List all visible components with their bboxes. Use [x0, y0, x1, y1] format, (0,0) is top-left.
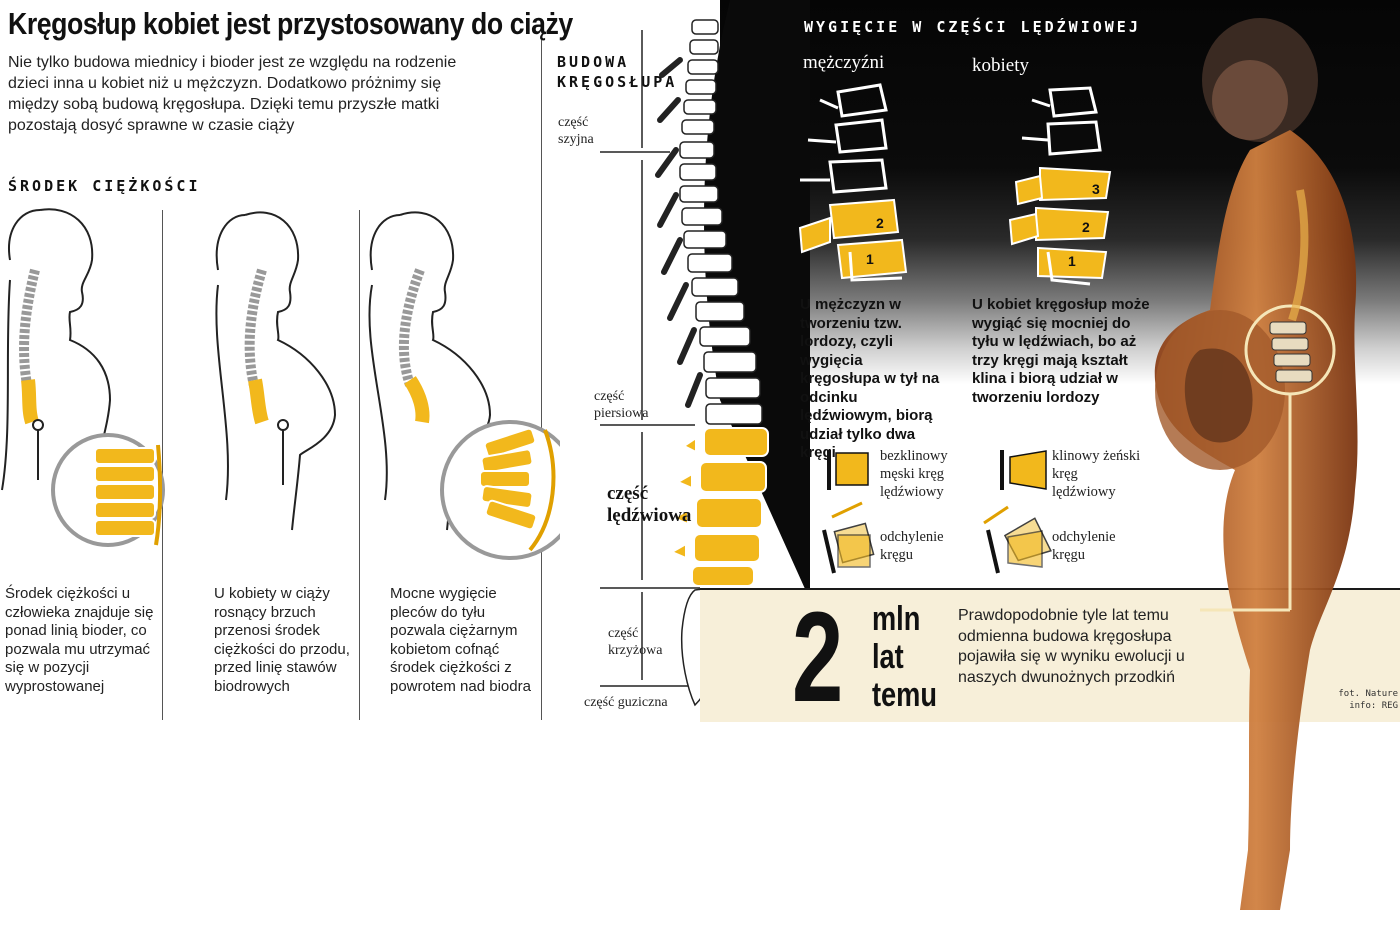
center-of-gravity-heading: ŚRODEK CIĘŻKOŚCI	[8, 177, 201, 195]
women-text: U kobiet kręgosłup może wygiąć się mocni…	[972, 296, 1150, 350]
men-vertebrae-outline	[800, 83, 888, 194]
panel-caption-2: U kobiety w ciąży rosnący brzuch przenos…	[214, 585, 350, 695]
panel-caption-1: Środek ciężkości u człowieka znajduje si…	[5, 585, 154, 695]
intro-text: Nie tylko budowa miednicy i bioder jest …	[8, 54, 457, 134]
women-number-1: 1	[1068, 253, 1076, 269]
men-label: mężczyźni	[803, 52, 885, 73]
evolution-unit-line1: mln	[872, 600, 921, 638]
hominid-figure	[1154, 18, 1358, 910]
men-number-2: 2	[876, 215, 884, 231]
women-number-2: 2	[1082, 219, 1090, 235]
legend-icons	[822, 450, 1052, 574]
evolution-text: Prawdopodobnie tyle lat temu odmienna bu…	[958, 607, 1185, 686]
zoom-vertebrae-1	[94, 447, 156, 537]
men-explanation: U mężczyzn w tworzeniu tzw. lordozy, czy…	[800, 296, 940, 463]
spine-heading-line1: BUDOWA	[557, 53, 630, 71]
evolution-unit-line3: temu	[872, 676, 937, 714]
dark-edge-curve	[703, 0, 810, 600]
female-vertebra-icon	[1009, 450, 1047, 490]
women-vertebrae-outline	[1021, 86, 1102, 156]
center-of-gravity-figures	[1, 208, 560, 560]
spine-figure-1	[19, 268, 40, 425]
women-vertebrae-yellow	[1008, 166, 1112, 280]
panel-caption-3: Mocne wygięcie pleców do tyłu pozwala ci…	[390, 585, 531, 695]
label-thoracic: część piersiowa	[594, 389, 649, 421]
women-number-3: 3	[1092, 181, 1100, 197]
panel-divider	[541, 40, 542, 720]
legend-tilt-female: odchylenie kręgu	[1052, 529, 1116, 563]
legend-male-vertebra: bezklinowy męski kręg lędźwiowy	[880, 448, 948, 500]
spine-heading-line2: KRĘGOSŁUPA	[557, 73, 678, 91]
women-explanation: U kobiet kręgosłup może wygiąć się mocni…	[972, 296, 1152, 407]
evolution-unit-line2: lat	[872, 638, 904, 676]
label-sacral: część krzyżowa	[608, 626, 663, 658]
lumbar-vertebrae	[669, 427, 769, 587]
credits: fot. Nature info: REG	[1300, 688, 1398, 712]
evolution-unit: mln lat temu	[872, 600, 937, 714]
page-title: Kręgosłup kobiet jest przystosowany do c…	[8, 6, 573, 41]
spine-heading: BUDOWA KRĘGOSŁUPA	[557, 52, 677, 92]
credit-photo: fot. Nature	[1338, 689, 1398, 699]
thoracic-vertebrae	[679, 19, 763, 425]
spine-figure-3	[398, 268, 430, 424]
spinous-processes	[655, 57, 703, 408]
spine-figure-2	[244, 268, 269, 425]
label-coccyx: część guziczna	[584, 695, 668, 710]
lumbar-comparison-diagram: 2 1 3 2 1	[798, 83, 1112, 286]
men-number-1: 1	[866, 251, 874, 267]
label-cervical: część szyjna	[558, 115, 594, 147]
women-text-end: mają kształt klina i biorą udział w twor…	[972, 351, 1128, 406]
standing-figure-1	[1, 208, 112, 531]
men-text: U mężczyzn w tworzeniu tzw. lordozy, czy…	[800, 296, 940, 443]
pregnant-figure-2	[215, 211, 337, 531]
women-label: kobiety	[972, 55, 1029, 76]
lumbar-curve-heading: WYGIĘCIE W CZĘŚCI LĘDŹWIOWEJ	[804, 18, 1141, 36]
women-text-bold: trzy kręgi	[972, 351, 1039, 369]
panel-divider	[162, 210, 163, 720]
legend-female-vertebra: klinowy żeński kręg lędźwiowy	[1052, 448, 1141, 500]
men-text-bold: dwa kręgi	[800, 425, 916, 462]
legend-tilt-male: odchylenie kręgu	[880, 529, 944, 563]
evolution-number: 2	[792, 586, 844, 729]
men-vertebrae-yellow	[798, 198, 908, 280]
label-lumbar: część lędźwiowa	[607, 483, 692, 526]
credit-info: info: REG	[1349, 701, 1398, 711]
zoom-vertebrae-3	[479, 427, 538, 531]
panel-divider	[359, 210, 360, 720]
male-vertebra-icon	[835, 452, 869, 486]
